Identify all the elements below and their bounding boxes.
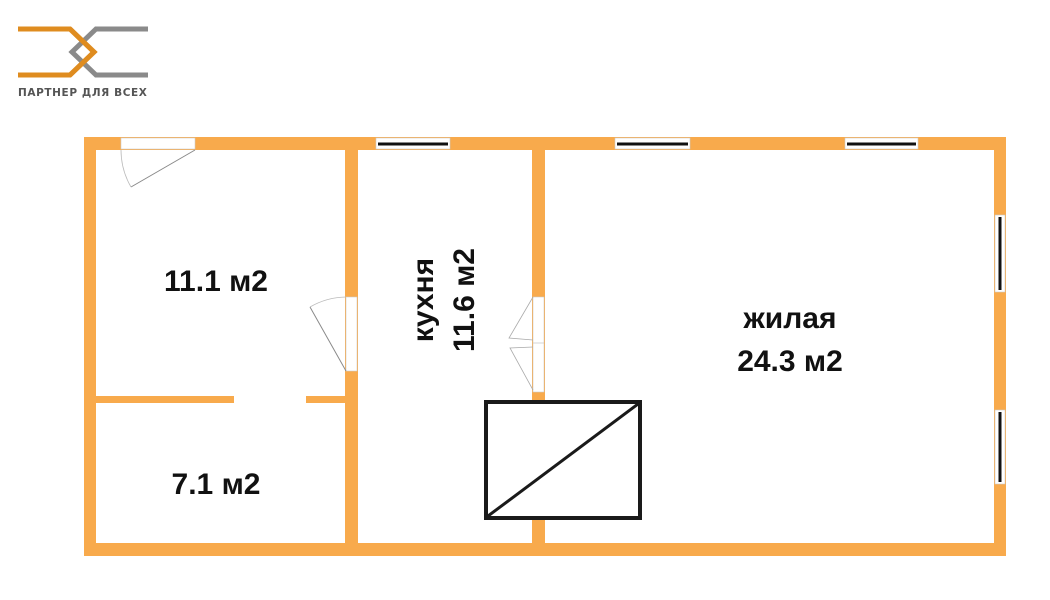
room-area-label: 11.1 м2 [164, 265, 268, 298]
logo-text: ПАРТНЕР ДЛЯ ВСЕХ [18, 87, 147, 99]
living-area-label: 24.3 м2 [737, 345, 843, 378]
kitchen-title: кухня [407, 258, 440, 342]
kitchen-area-label: 11.6 м2 [448, 248, 481, 352]
doors [120, 137, 545, 393]
entrance-door [120, 137, 196, 150]
window [994, 214, 1006, 293]
wall-partition-h2 [306, 396, 346, 403]
room-door [345, 296, 358, 372]
window [614, 137, 691, 150]
window [994, 409, 1006, 485]
room-area-label: 7.1 м2 [172, 468, 261, 501]
stove [484, 400, 642, 520]
kitchen-door [532, 296, 545, 393]
windows [375, 137, 1006, 485]
wall-left [84, 137, 96, 556]
living-title: жилая [743, 302, 837, 335]
window [844, 137, 919, 150]
wall-partition-h1 [96, 396, 234, 403]
company-logo: ПАРТНЕР ДЛЯ ВСЕХ [18, 26, 148, 99]
window [375, 137, 451, 150]
wall-right [994, 137, 1006, 556]
